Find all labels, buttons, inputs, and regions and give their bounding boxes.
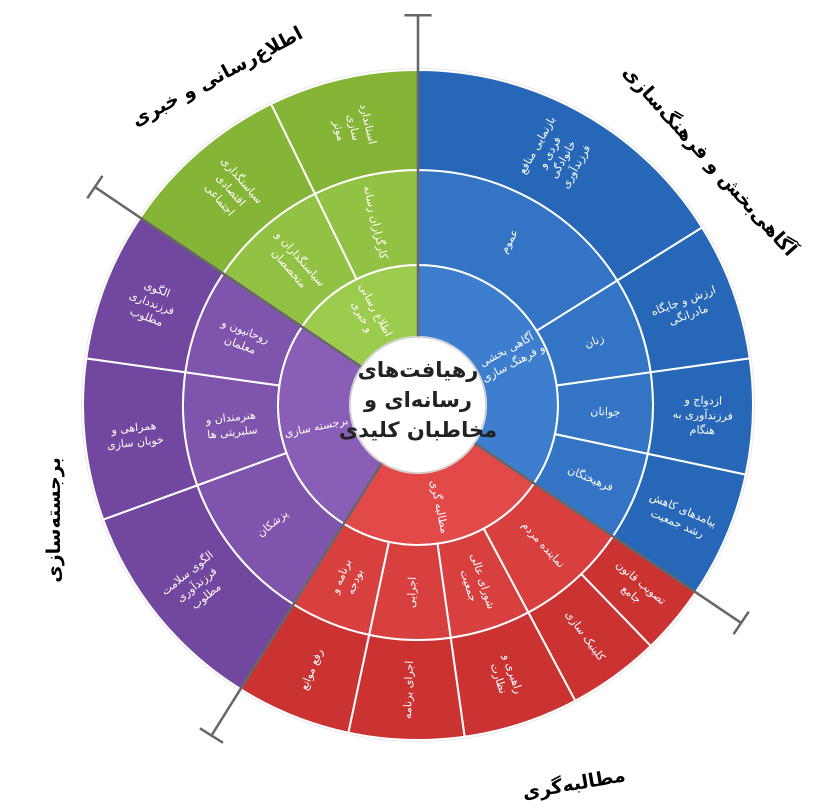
center-circle — [349, 336, 487, 474]
sector-divider-1 — [473, 441, 743, 625]
outer-label-advocacy-2: اجرای برنامه — [401, 660, 416, 719]
sector-divider-cap-3 — [86, 175, 104, 200]
sector-title-advocacy: مطالبه‌گری — [521, 763, 628, 804]
sector-divider-3 — [93, 185, 363, 369]
middle-label-advocacy-2: اجرایی — [405, 577, 419, 609]
outer-label-awareness-2: ازدواج وفرزندآوری بههنگام — [672, 393, 734, 438]
sector-divider-cap-1 — [732, 610, 750, 635]
sector-divider-2 — [210, 462, 384, 737]
sector-title-highlighting: برجسته‌سازی — [43, 457, 65, 582]
middle-label-highlighting-1: هنرمندان وسلبریتی ها — [204, 408, 258, 441]
outer-label-highlighting-1: همراهی وخوبان سازی — [105, 418, 165, 452]
middle-label-awareness-1: زنان — [583, 332, 606, 351]
middle-label-awareness-2: جوانان — [590, 405, 620, 419]
sector-divider-cap-2 — [199, 727, 224, 744]
